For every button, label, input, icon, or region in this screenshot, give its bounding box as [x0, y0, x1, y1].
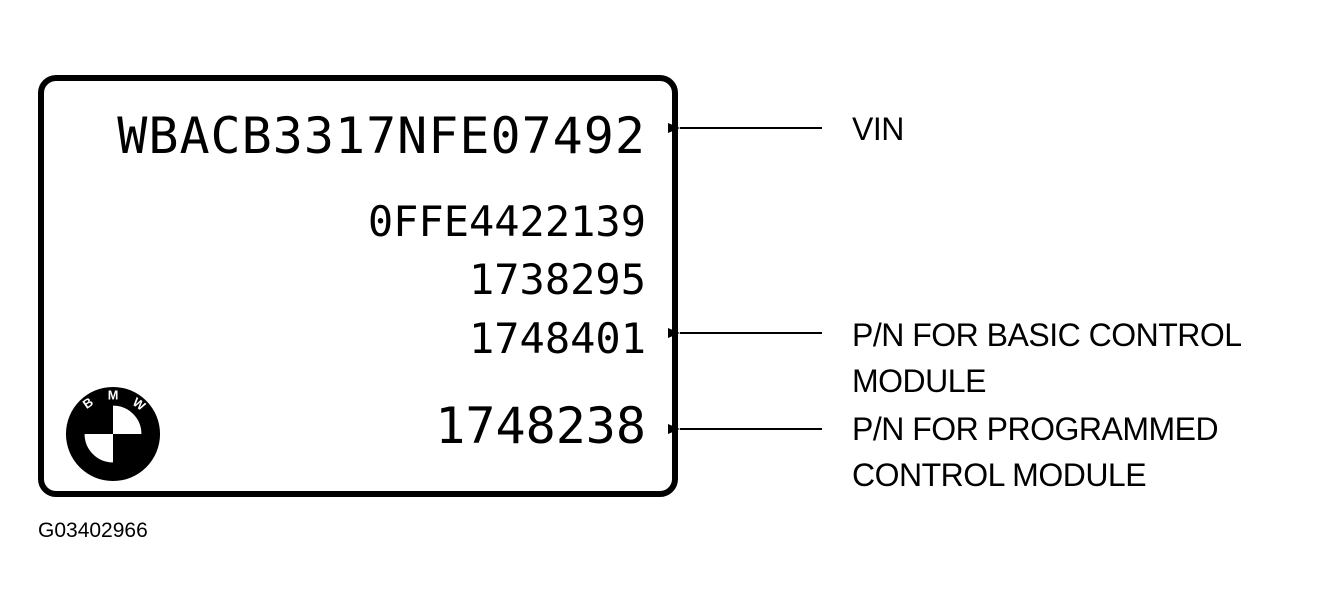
bmw-roundel-icon: B M W — [64, 385, 162, 483]
figure-id: G03402966 — [38, 519, 148, 542]
svg-text:M: M — [108, 388, 119, 403]
vin-callout-label: VIN — [852, 106, 904, 152]
programmed-control-module-part-number: 1748238 — [435, 397, 646, 455]
label-code-line-3: 1738295 — [468, 255, 646, 304]
programmed-callout-line-1: P/N FOR PROGRAMMED — [852, 411, 1219, 447]
basic-module-callout-label: P/N FOR BASIC CONTROL MODULE — [852, 312, 1242, 404]
programmed-callout-line-2: CONTROL MODULE — [852, 457, 1147, 493]
part-label: WBACB3317NFE07492 0FFE4422139 1738295 17… — [38, 75, 678, 497]
basic-callout-line-1: P/N FOR BASIC CONTROL — [852, 317, 1242, 353]
basic-callout-line-2: MODULE — [852, 363, 986, 399]
basic-control-module-part-number: 1748401 — [468, 314, 646, 363]
label-code-line-2: 0FFE4422139 — [367, 197, 646, 246]
programmed-module-callout-label: P/N FOR PROGRAMMED CONTROL MODULE — [852, 406, 1219, 498]
vin-number: WBACB3317NFE07492 — [117, 107, 646, 165]
vin-callout-text: VIN — [852, 111, 904, 147]
